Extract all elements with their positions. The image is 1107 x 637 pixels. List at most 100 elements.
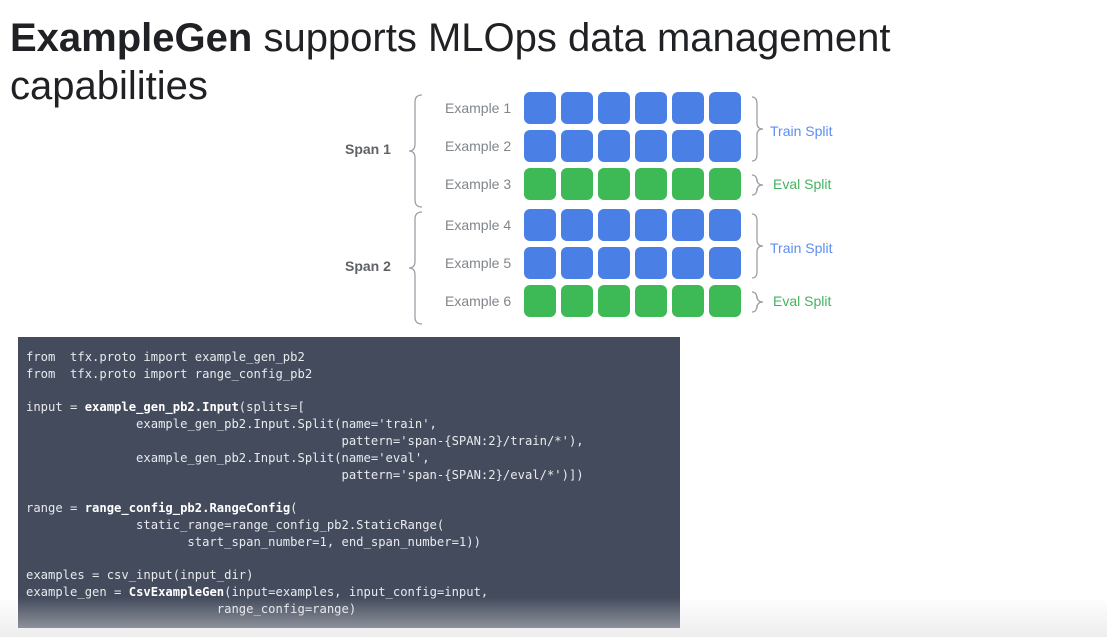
title-line2: capabilities [10, 64, 208, 108]
train-split-brace-icon [751, 213, 764, 279]
data-cell [598, 209, 630, 241]
train-split-brace-icon [751, 96, 764, 162]
slide-title: ExampleGen supports MLOps data managemen… [10, 14, 890, 110]
data-cell [561, 285, 593, 317]
data-cell [524, 247, 556, 279]
code-bold: range_config_pb2.RangeConfig [84, 501, 291, 516]
example-row [524, 285, 741, 317]
data-cell [635, 247, 667, 279]
code-text: start_span_number=1, end_span_number=1)) [26, 534, 481, 549]
code-line: range = range_config_pb2.RangeConfig( [26, 500, 680, 517]
code-text: example_gen_pb2.Input.Split(name='eval', [26, 450, 430, 465]
split-label: Train Split [770, 123, 833, 139]
code-bold: CsvExampleGen [128, 585, 225, 600]
example-label: Example 5 [445, 255, 512, 271]
code-text: (splits=[ [238, 400, 305, 415]
code-text: ( [290, 501, 298, 516]
example-label: Example 2 [445, 138, 512, 154]
data-cell [672, 247, 704, 279]
data-cell [709, 130, 741, 162]
code-line: example_gen = CsvExampleGen(input=exampl… [26, 584, 680, 601]
code-line: pattern='span-{SPAN:2}/train/*'), [26, 433, 680, 450]
code-text: input = [26, 400, 85, 415]
data-cell [635, 209, 667, 241]
code-line [26, 551, 680, 568]
code-line [26, 383, 680, 400]
data-cell [561, 130, 593, 162]
span-brace-icon [408, 211, 423, 325]
code-line: from tfx.proto import range_config_pb2 [26, 366, 680, 383]
span-label: Span 2 [345, 258, 391, 274]
eval-split-brace-icon [751, 291, 764, 313]
example-label: Example 6 [445, 293, 512, 309]
data-cell [561, 247, 593, 279]
data-cell [635, 285, 667, 317]
data-cell [709, 168, 741, 200]
code-line: from tfx.proto import example_gen_pb2 [26, 349, 680, 366]
data-cell [635, 130, 667, 162]
data-cell [709, 209, 741, 241]
code-line: start_span_number=1, end_span_number=1)) [26, 534, 680, 551]
data-cell [709, 247, 741, 279]
code-line: static_range=range_config_pb2.StaticRang… [26, 517, 680, 534]
data-cell [598, 130, 630, 162]
code-line: input = example_gen_pb2.Input(splits=[ [26, 399, 680, 416]
data-cell [561, 92, 593, 124]
example-row [524, 130, 741, 162]
data-cell [635, 92, 667, 124]
data-cell [598, 168, 630, 200]
data-cell [672, 130, 704, 162]
data-cell [672, 209, 704, 241]
code-line: pattern='span-{SPAN:2}/eval/*')]) [26, 467, 680, 484]
span-brace-icon [408, 94, 423, 208]
example-label: Example 1 [445, 100, 512, 116]
code-line: example_gen_pb2.Input.Split(name='train'… [26, 416, 680, 433]
title-bold: ExampleGen [10, 16, 253, 60]
data-cell [709, 92, 741, 124]
code-bold: example_gen_pb2.Input [84, 400, 239, 415]
data-cell [672, 285, 704, 317]
code-line: example_gen_pb2.Input.Split(name='eval', [26, 450, 680, 467]
data-cell [524, 285, 556, 317]
example-label: Example 3 [445, 176, 512, 192]
example-row [524, 209, 741, 241]
data-cell [524, 92, 556, 124]
data-cell [672, 168, 704, 200]
data-cell [524, 130, 556, 162]
split-label: Eval Split [773, 293, 832, 309]
code-text: pattern='span-{SPAN:2}/eval/*')]) [26, 467, 584, 482]
title-rest: supports MLOps data management [252, 16, 891, 60]
data-cell [672, 92, 704, 124]
data-cell [598, 247, 630, 279]
data-cell [635, 168, 667, 200]
example-row [524, 92, 741, 124]
code-text: pattern='span-{SPAN:2}/train/*'), [26, 433, 584, 448]
code-text: from tfx.proto import example_gen_pb2 [26, 350, 305, 364]
code-text: from tfx.proto import range_config_pb2 [26, 366, 313, 381]
code-text: static_range=range_config_pb2.StaticRang… [26, 517, 445, 532]
data-cell [598, 285, 630, 317]
data-cell [561, 209, 593, 241]
code-text: range_config=range) [26, 601, 357, 616]
span-label: Span 1 [345, 141, 391, 157]
code-text: example_gen_pb2.Input.Split(name='train'… [26, 417, 437, 432]
example-label: Example 4 [445, 217, 512, 233]
code-text: (input=examples, input_config=input, [224, 585, 489, 600]
data-cell [524, 209, 556, 241]
split-label: Train Split [770, 240, 833, 256]
code-text: example_gen = [26, 585, 129, 600]
data-cell [561, 168, 593, 200]
code-line [26, 483, 680, 500]
data-cell [709, 285, 741, 317]
code-text: examples = csv_input(input_dir) [26, 568, 254, 583]
code-text: range = [26, 501, 85, 516]
data-cell [524, 168, 556, 200]
code-line: examples = csv_input(input_dir) [26, 567, 680, 584]
data-cell [598, 92, 630, 124]
eval-split-brace-icon [751, 174, 764, 196]
split-label: Eval Split [773, 176, 832, 192]
example-row [524, 168, 741, 200]
example-row [524, 247, 741, 279]
code-line: range_config=range) [26, 601, 680, 618]
